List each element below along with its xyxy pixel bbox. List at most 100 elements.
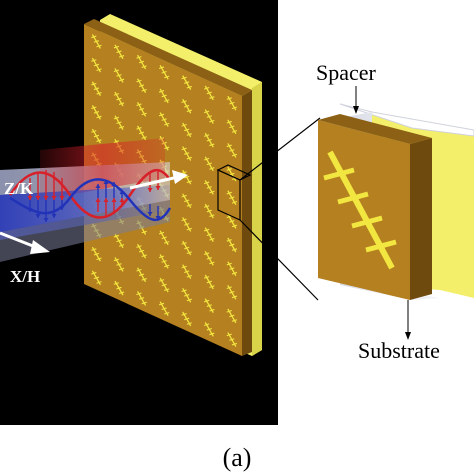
field-arrowhead <box>27 208 33 212</box>
resonator-cell <box>113 44 125 60</box>
resonator-cell <box>113 68 125 83</box>
resonator-cell <box>91 81 102 97</box>
resonator-cell <box>204 227 215 243</box>
resonator-cell <box>181 240 192 256</box>
resonator-cell <box>158 301 170 317</box>
spacer-label: Spacer <box>316 60 377 85</box>
field-arrowhead <box>155 186 161 190</box>
resonator-cell <box>158 88 170 104</box>
resonator-cell <box>91 246 102 262</box>
unit-substrate-top <box>339 103 474 137</box>
resonator-cell <box>113 233 125 249</box>
field-arrowhead <box>35 214 41 218</box>
resonator-cell <box>136 54 147 70</box>
zk-label: Z/K <box>4 179 34 198</box>
field-arrowhead <box>119 198 125 202</box>
resonator-cell <box>158 277 170 293</box>
resonator-cell <box>226 261 238 276</box>
resonator-cell <box>181 98 192 114</box>
resonator-cell <box>226 119 238 135</box>
resonator-cell <box>181 311 192 327</box>
resonator-cell <box>204 203 215 219</box>
resonator-cell <box>113 91 125 107</box>
field-arrowhead <box>111 182 117 186</box>
field-arrowhead <box>51 196 57 200</box>
substrate-label: Substrate <box>358 338 440 363</box>
resonator-cell <box>204 156 215 172</box>
zoom-box-top <box>216 164 252 181</box>
metasurface-top <box>84 19 252 96</box>
electric-field-wave <box>8 168 172 219</box>
resonator-cell <box>136 291 147 306</box>
resonator-cell <box>204 274 215 290</box>
field-arrowhead <box>51 214 57 218</box>
resonator-cell <box>181 122 192 138</box>
substrate-edge <box>252 82 262 356</box>
white-arrow-icon <box>0 231 50 254</box>
resonator-cell <box>204 321 215 337</box>
resonator-cell <box>91 57 102 73</box>
resonator-cell <box>226 143 238 158</box>
resonator-cell <box>136 125 147 141</box>
beam-red-glow <box>40 138 165 200</box>
resonator-cell <box>181 217 192 232</box>
spacer-arrowhead <box>353 106 359 114</box>
resonator-cell <box>181 264 192 280</box>
resonator-cell <box>136 101 147 117</box>
field-arrowhead <box>103 198 109 202</box>
field-arrowhead <box>43 196 49 200</box>
beam-lower <box>0 200 170 262</box>
resonator-cell <box>181 75 192 90</box>
projection-line <box>239 117 321 181</box>
resonator-cell <box>158 112 170 127</box>
field-arrowhead <box>59 196 65 200</box>
resonator-cell <box>204 85 215 101</box>
resonator-cell <box>113 115 125 130</box>
field-arrowhead <box>27 196 33 200</box>
resonator-cell <box>136 78 147 94</box>
resonator-cell <box>91 34 102 49</box>
resonator-cell <box>181 288 192 303</box>
unit-cell-top <box>318 114 432 144</box>
field-arrowhead <box>103 180 109 184</box>
resonator-cell <box>204 180 215 195</box>
resonator-cell <box>158 254 170 269</box>
resonator-cell <box>181 169 192 185</box>
metasurface-side <box>242 90 252 356</box>
resonator-cell <box>226 308 238 324</box>
resonator-cell <box>226 284 238 300</box>
field-arrowhead <box>95 198 101 202</box>
resonator-cell <box>158 65 170 80</box>
field-arrowhead <box>59 206 65 210</box>
resonator-cell <box>204 109 215 124</box>
field-arrowhead <box>43 218 49 222</box>
white-arrow-icon <box>129 170 188 190</box>
projection-line <box>239 219 319 301</box>
electric-field-arrows <box>27 170 161 218</box>
resonator-cell <box>204 298 215 313</box>
resonator-cell <box>226 237 238 253</box>
resonator-cell <box>226 95 238 111</box>
resonator-cell <box>91 105 102 120</box>
unit-cell-side <box>410 138 432 300</box>
field-arrowhead <box>119 190 125 194</box>
field-arrowhead <box>147 212 153 216</box>
resonator-cell <box>91 270 102 286</box>
resonator-element <box>323 150 397 270</box>
xh-label: X/H <box>10 267 40 286</box>
resonator-cell <box>226 190 238 206</box>
field-arrowhead <box>147 188 153 192</box>
resonator-cell <box>136 243 147 259</box>
figure-caption: (a) <box>223 443 252 472</box>
field-arrowhead <box>35 196 41 200</box>
resonator-cell <box>136 267 147 283</box>
resonator-cell <box>181 193 192 209</box>
field-arrowhead <box>155 216 161 220</box>
resonator-cell <box>113 257 125 272</box>
resonator-cell <box>113 280 125 296</box>
resonator-cell <box>204 251 215 266</box>
resonator-cell <box>204 132 215 148</box>
substrate-arrowhead <box>405 332 411 340</box>
magnetic-field-arrows <box>27 180 161 222</box>
